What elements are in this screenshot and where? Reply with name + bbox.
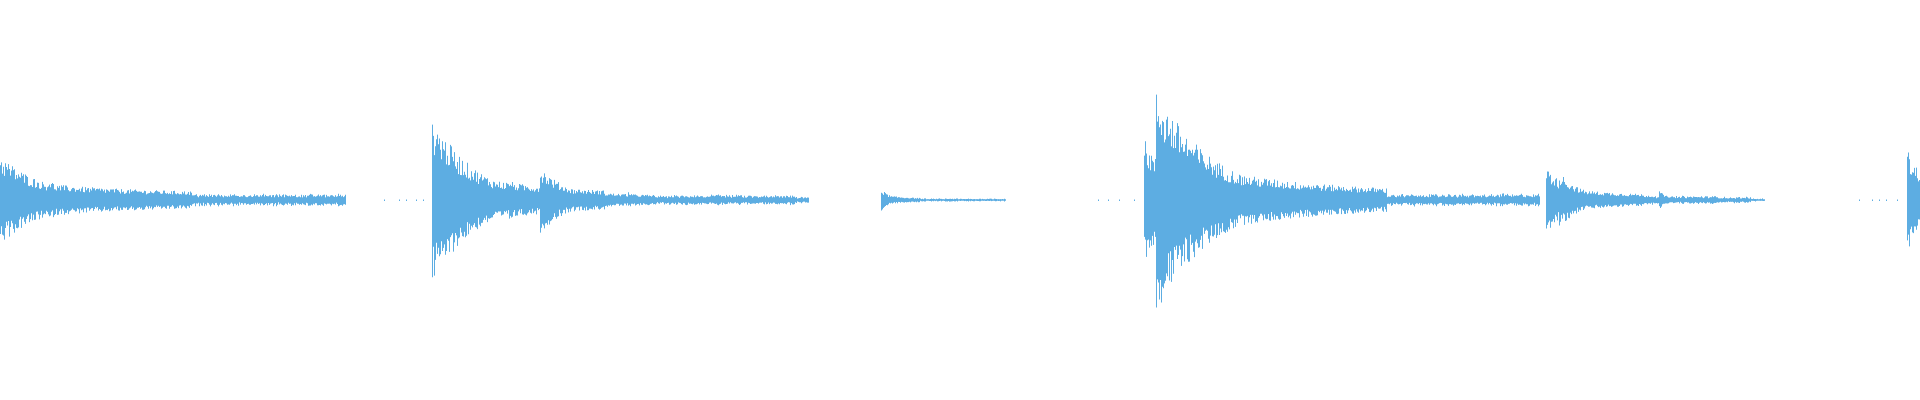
silence-dot [1119,199,1120,201]
silence-dot [1108,199,1109,201]
silence-dot [989,199,990,201]
silence-dot [384,199,385,201]
silence-dot [1886,199,1887,201]
silence-dot [416,199,417,201]
silence-dot [1098,199,1099,201]
silence-dot [1004,199,1005,201]
silence-dot [1859,199,1860,201]
silence-dot [1872,199,1873,201]
silence-dot [1897,199,1898,201]
waveform-signal [0,94,1920,308]
silence-dot [423,199,424,201]
waveform-trace [0,94,1920,308]
silence-dot [1134,199,1135,201]
silence-dot [399,199,400,201]
silence-dot [406,199,407,201]
silence-dot [1879,199,1880,201]
